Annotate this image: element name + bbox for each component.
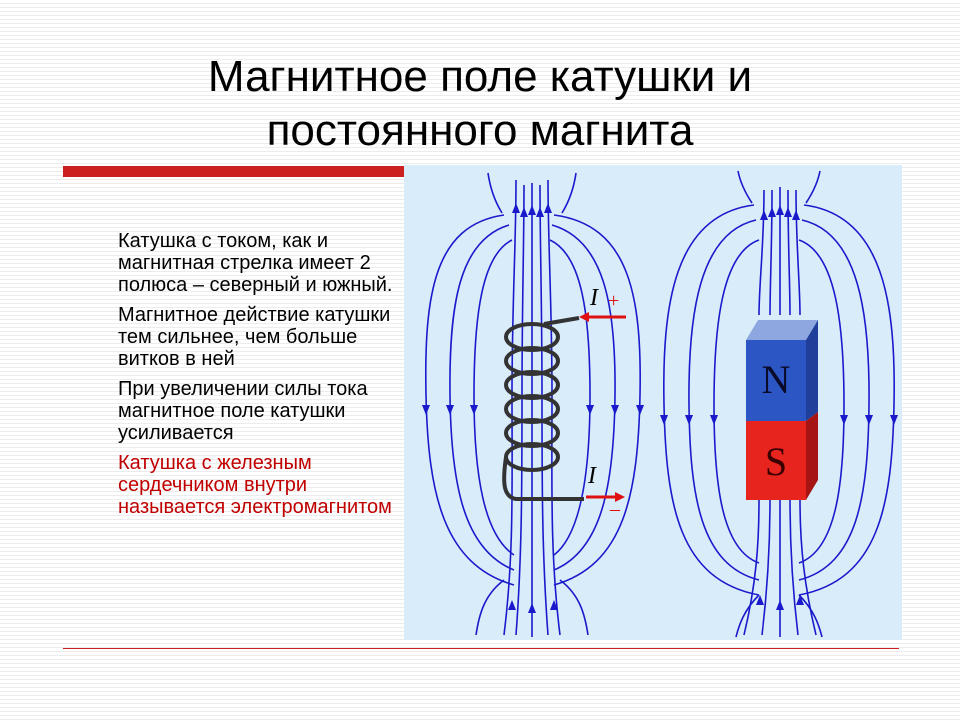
body-text: Катушка с током, как и магнитная стрелка… (118, 230, 403, 526)
current-top-sign: + (608, 290, 619, 312)
south-label: S (765, 439, 787, 484)
field-arrow (528, 205, 536, 215)
coil-field-line (559, 579, 589, 636)
magnet-field-line (713, 239, 760, 564)
title-accent-bar (63, 166, 405, 177)
paragraph-current: При увеличении силы тока магнитное поле … (118, 378, 368, 444)
field-arrow (446, 405, 454, 415)
magnet-field-line (798, 219, 870, 581)
field-arrow (508, 600, 516, 610)
magnet-field-line (735, 594, 760, 638)
field-arrow (756, 595, 764, 605)
magnet-south-pole (746, 421, 806, 500)
magnet-field-line (663, 204, 760, 596)
magnet-top-face (746, 320, 818, 340)
current-bottom-sign: – (609, 498, 621, 520)
field-arrow (840, 415, 848, 425)
field-arrow (512, 203, 520, 213)
magnet-north-side (806, 320, 818, 421)
magnet-field-line (761, 499, 771, 636)
field-arrow (586, 405, 594, 415)
field-arrow (636, 405, 644, 415)
magnet-field-line (805, 170, 821, 204)
magnet-field-line (743, 499, 760, 636)
magnet-field-line (789, 499, 799, 636)
coil-field-lines (424, 172, 641, 637)
magnet-field-line (795, 189, 801, 316)
field-arrow (710, 415, 718, 425)
magnet-field-line (758, 189, 765, 316)
coil-field-line (449, 224, 515, 571)
coil-lead-top (543, 316, 580, 326)
field-arrow (776, 600, 784, 610)
field-arrow (776, 205, 784, 215)
field-arrow (890, 415, 898, 425)
magnet-field-line (798, 594, 823, 638)
north-label: N (762, 357, 791, 402)
current-top-label: I (589, 285, 599, 311)
coil-field-line (475, 579, 505, 636)
field-arrow (796, 595, 804, 605)
coil-field-line (549, 239, 591, 556)
current-bottom-label: I (587, 463, 597, 489)
magnet-field-lines (663, 170, 895, 638)
field-arrow (760, 210, 768, 220)
field-arrow (470, 405, 478, 415)
diagram-background (404, 165, 902, 640)
magnet-north-pole (746, 340, 806, 421)
coil-lead-bottom (502, 456, 584, 501)
coil-field-line (424, 214, 515, 586)
paragraph-electromagnet: Катушка с железным сердечником внутри на… (118, 452, 392, 518)
magnet-field-line (799, 499, 817, 636)
coil-field-arrows (422, 203, 644, 613)
magnet-south-side (806, 412, 818, 500)
slide-title: Магнитное поле катушки и постоянного маг… (60, 50, 900, 158)
coil-field-line (553, 214, 641, 586)
coil-field-line (487, 172, 503, 214)
field-arrow (536, 207, 544, 217)
field-arrow (422, 405, 430, 415)
title-line-1: Магнитное поле катушки и (207, 52, 753, 101)
field-arrow (611, 405, 619, 415)
field-arrow (544, 203, 552, 213)
field-diagram: I + I – (404, 165, 902, 640)
field-arrow (520, 207, 528, 217)
footer-rule (63, 648, 899, 649)
magnet-field-line (688, 219, 760, 581)
magnet-field-line (798, 204, 895, 596)
field-arrow (792, 210, 800, 220)
magnet-field-line (737, 170, 753, 204)
field-arrow (685, 415, 693, 425)
title-line-2: постоянного магнита (266, 106, 694, 155)
current-indicators: I + I – (579, 285, 626, 520)
field-arrow (768, 207, 776, 217)
field-arrow (784, 207, 792, 217)
magnet-field-arrows (660, 205, 898, 610)
paragraph-turns: Магнитное действие катушки тем сильнее, … (118, 304, 391, 370)
coil (502, 316, 584, 501)
paragraph-poles: Катушка с током, как и магнитная стрелка… (118, 230, 393, 296)
field-arrow (550, 600, 558, 610)
coil-field-line (473, 239, 515, 556)
coil-field-line (551, 224, 616, 571)
field-arrow (660, 415, 668, 425)
bar-magnet: N S (746, 320, 818, 500)
magnet-field-line (798, 239, 845, 564)
field-arrow (528, 603, 536, 613)
field-arrow (865, 415, 873, 425)
coil-field-line (561, 172, 577, 214)
